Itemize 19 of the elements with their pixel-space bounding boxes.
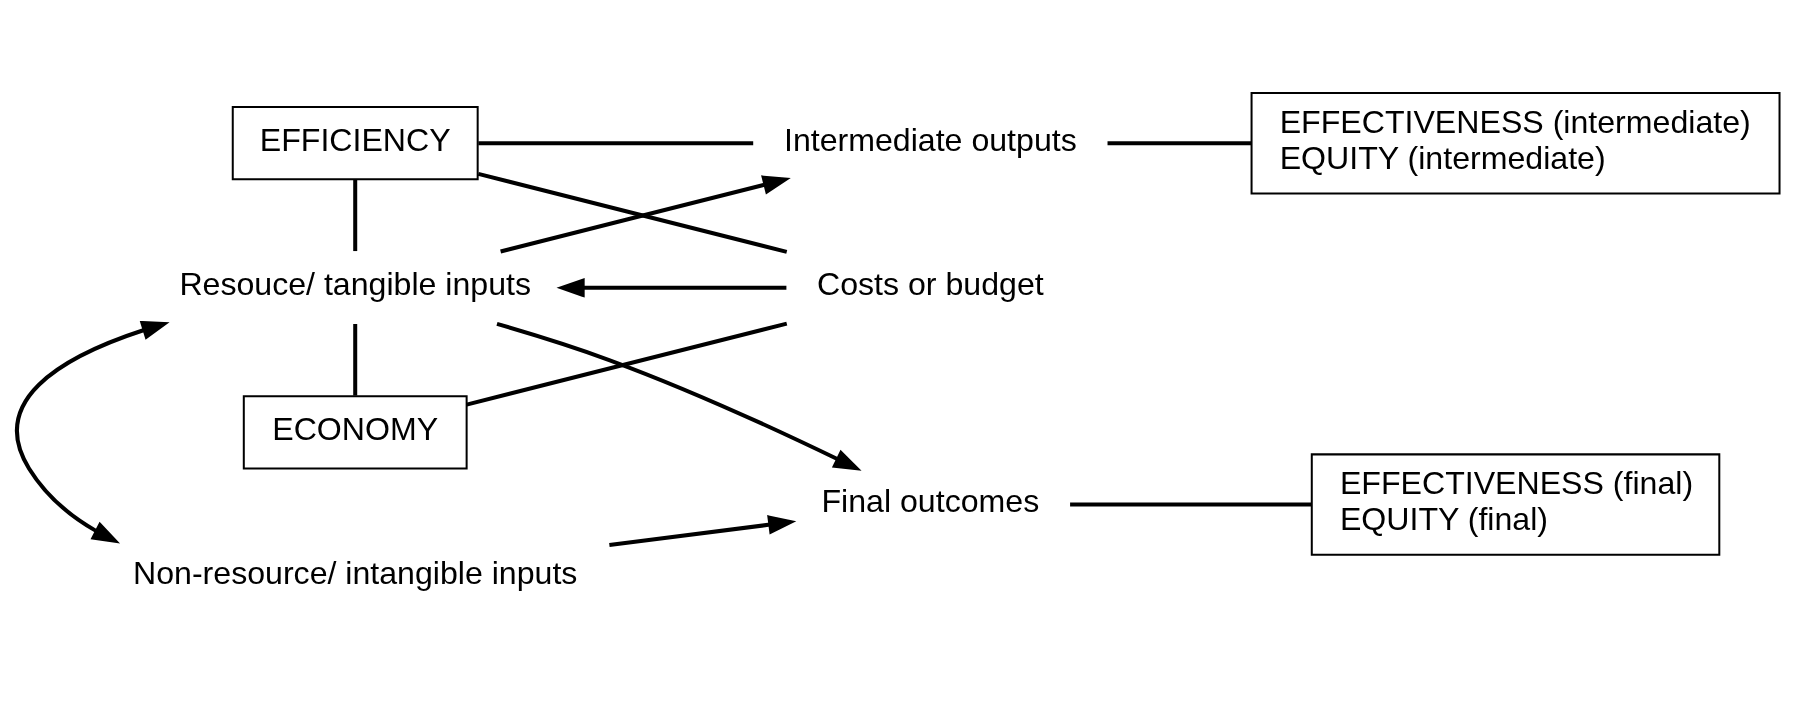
node-box: ECONOMY [242, 395, 468, 470]
connector [478, 141, 754, 146]
node-text: Costs or budget [817, 266, 1044, 303]
node-text: Resouce/ tangible inputs [179, 266, 532, 303]
arrow [496, 322, 862, 471]
connector [1070, 502, 1312, 507]
node-text: Final outcomes [821, 483, 1040, 520]
connector [353, 179, 358, 252]
arrow [556, 277, 787, 298]
node-box: EFFECTIVENESS (intermediate) EQUITY (intermediate) [1250, 92, 1781, 195]
arrow [609, 515, 797, 547]
node-text: Intermediate outputs [783, 121, 1077, 158]
node-box: EFFECTIVENESS (final) EQUITY (final) [1310, 453, 1721, 556]
node-box: EFFICIENCY [231, 106, 479, 181]
arrow [15, 321, 170, 544]
connector [466, 321, 788, 407]
node-text: Non-resource/ intangible inputs [133, 555, 578, 592]
connector [353, 324, 358, 396]
connector [1107, 141, 1252, 146]
